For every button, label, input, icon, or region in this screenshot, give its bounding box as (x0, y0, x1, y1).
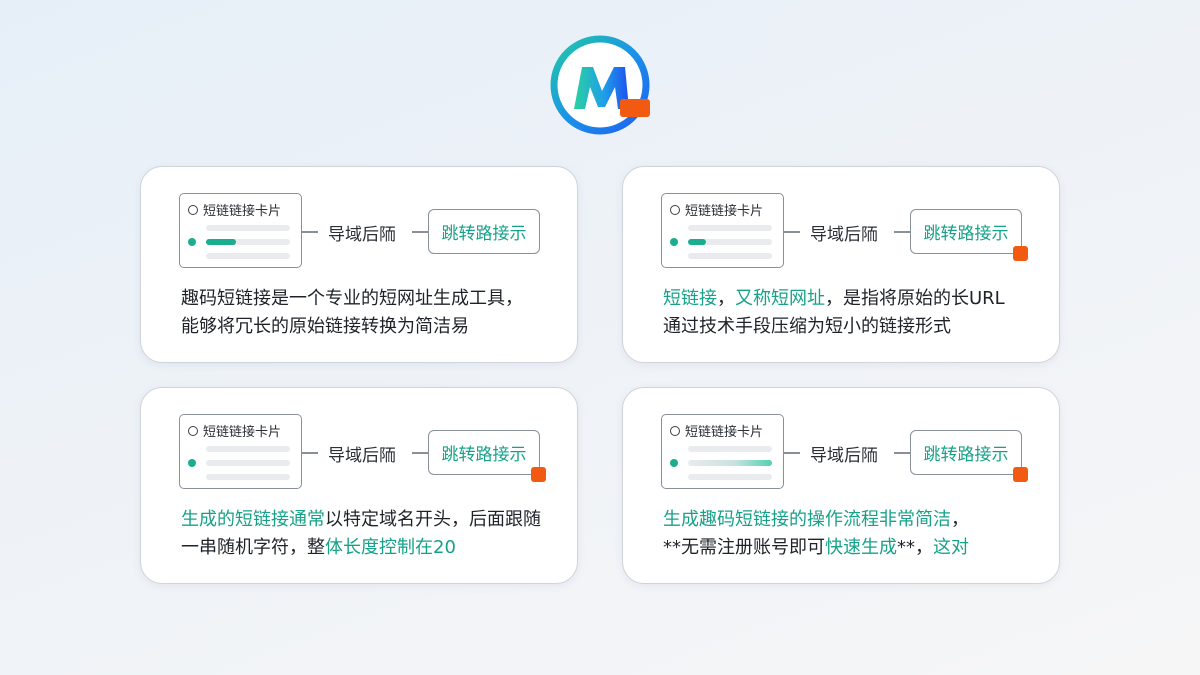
m-logo-icon (550, 35, 650, 135)
desc-text: **， (897, 537, 933, 558)
info-card-3: 短链链接卡片 导域后陑 跳转路接示 生成的短链接通常以特定域名开头，后面跟随 一… (140, 387, 578, 584)
desc-highlight: 快速生成 (825, 537, 897, 558)
card-description: 趣码短链接是一个专业的短网址生成工具， 能够将冗长的原始链接转换为简洁易 (181, 285, 561, 341)
desc-text: 趣码短链接是一个专业的短网址生成工具， (181, 288, 523, 309)
desc-text: **无需注册账号即可 (663, 537, 825, 558)
connector-line (894, 231, 910, 233)
connector-line (784, 452, 800, 454)
mini-link-card: 短链链接卡片 (179, 193, 302, 268)
middle-label: 导域后陑 (810, 446, 878, 466)
placeholder-bar (688, 253, 772, 259)
connector-line (894, 452, 910, 454)
radio-icon (670, 425, 680, 436)
placeholder-bar (688, 446, 772, 452)
connector-line (412, 452, 428, 454)
placeholder-bar (206, 446, 290, 452)
card-description: 生成的短链接通常以特定域名开头，后面跟随 一串随机字符，整体长度控制在20 (181, 506, 561, 562)
info-card-4: 短链链接卡片 导域后陑 跳转路接示 生成趣码短链接的操作流程非常简洁， **无需… (622, 387, 1060, 584)
mini-link-card: 短链链接卡片 (661, 193, 784, 268)
progress-bar (206, 460, 290, 466)
status-dot-icon (188, 238, 196, 246)
orange-badge-icon (1013, 467, 1028, 482)
desc-text: ，是指将原始的长URL (825, 288, 1005, 309)
radio-icon (188, 425, 198, 436)
desc-text: 通过技术手段压缩为短小的链接形式 (663, 316, 951, 337)
card-description: 短链接，又称短网址，是指将原始的长URL 通过技术手段压缩为短小的链接形式 (663, 285, 1043, 341)
middle-label: 导域后陑 (328, 225, 396, 245)
placeholder-bar (688, 225, 772, 231)
mini-card-title: 短链链接卡片 (685, 425, 764, 440)
redirect-target-box: 跳转路接示 (910, 430, 1022, 475)
middle-label: 导域后陑 (328, 446, 396, 466)
desc-text: 以特定域名开头，后面跟随 (325, 509, 541, 530)
desc-highlight: 短链接 (663, 288, 717, 309)
desc-highlight: 生成的短链接通常 (181, 509, 325, 530)
status-dot-icon (670, 238, 678, 246)
desc-highlight: 生成趣码短链接的操作流程非常简洁 (663, 509, 951, 530)
info-card-1: 短链链接卡片 导域后陑 跳转路接示 趣码短链接是一个专业的短网址生成工具， 能够… (140, 166, 578, 363)
radio-icon (670, 204, 680, 215)
mini-card-title: 短链链接卡片 (685, 204, 764, 219)
middle-label: 导域后陑 (810, 225, 878, 245)
connector-line (302, 231, 318, 233)
desc-highlight: 体长度控制在20 (325, 537, 456, 558)
mini-card-title: 短链链接卡片 (203, 425, 282, 440)
radio-icon (188, 204, 198, 215)
desc-text: 能够将冗长的原始链接转换为简洁易 (181, 316, 469, 337)
redirect-target-box: 跳转路接示 (910, 209, 1022, 254)
desc-text: ， (717, 288, 735, 309)
card-description: 生成趣码短链接的操作流程非常简洁， **无需注册账号即可快速生成**，这对 (663, 506, 1043, 562)
desc-text: ， (951, 509, 969, 530)
info-card-2: 短链链接卡片 导域后陑 跳转路接示 短链接，又称短网址，是指将原始的长URL 通… (622, 166, 1060, 363)
desc-highlight: 又称短网址 (735, 288, 825, 309)
placeholder-bar (688, 474, 772, 480)
orange-badge-icon (1013, 246, 1028, 261)
redirect-target-box: 跳转路接示 (428, 430, 540, 475)
connector-line (784, 231, 800, 233)
status-dot-icon (188, 459, 196, 467)
connector-line (412, 231, 428, 233)
orange-badge-icon (531, 467, 546, 482)
desc-highlight: 这对 (933, 537, 969, 558)
placeholder-bar (206, 225, 290, 231)
progress-bar (688, 239, 772, 245)
placeholder-bar (206, 474, 290, 480)
logo (548, 33, 652, 137)
progress-bar (206, 239, 290, 245)
status-dot-icon (670, 459, 678, 467)
mini-card-title: 短链链接卡片 (203, 204, 282, 219)
mini-link-card: 短链链接卡片 (661, 414, 784, 489)
connector-line (302, 452, 318, 454)
placeholder-bar (206, 253, 290, 259)
progress-bar (688, 460, 772, 466)
mini-link-card: 短链链接卡片 (179, 414, 302, 489)
redirect-target-box: 跳转路接示 (428, 209, 540, 254)
desc-text: 一串随机字符，整 (181, 537, 325, 558)
